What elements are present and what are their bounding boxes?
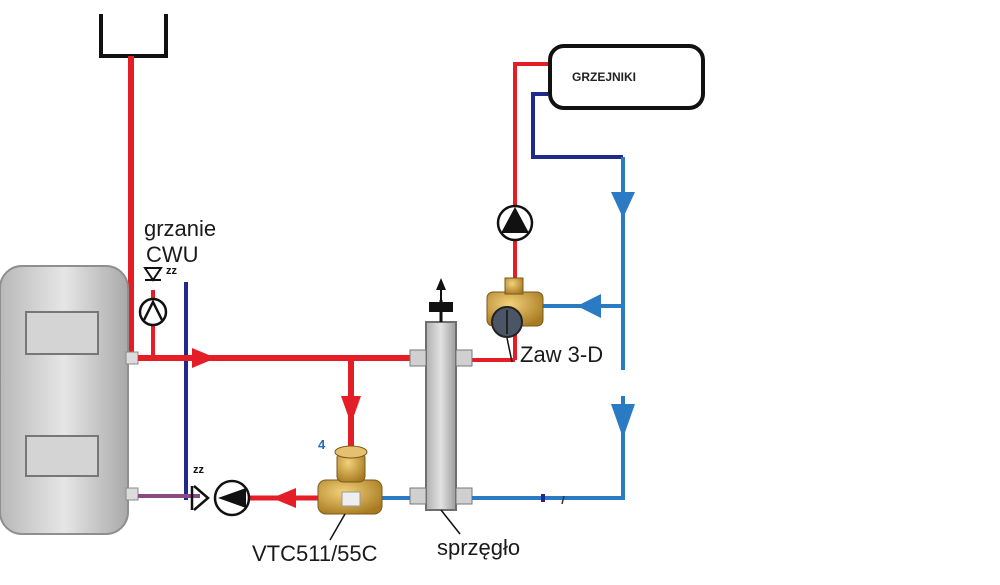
mixing-valve-icon — [486, 277, 544, 338]
radiators-label: GRZEJNIKI — [572, 70, 637, 84]
vtc-pointer — [329, 513, 346, 541]
hydraulic-separator — [409, 278, 473, 511]
thermostatic-valve-label: VTC511/55C — [252, 541, 378, 566]
radiators-box — [548, 44, 705, 110]
dhw-pump-icon — [138, 297, 168, 327]
supply-arrow-icon — [192, 348, 216, 368]
separator-pointer — [440, 509, 461, 535]
boiler — [0, 265, 139, 535]
return-arrow-icon-2 — [611, 404, 635, 438]
down-arrow-icon — [341, 396, 361, 424]
mixing-return-arrow-icon — [577, 294, 601, 318]
thermostatic-valve-icon — [317, 445, 383, 515]
return-pump-icon — [213, 479, 251, 517]
return-arrow-icon-1 — [611, 192, 635, 218]
check-valve-bottom-icon — [190, 485, 210, 511]
valve-number-label: 4 — [318, 437, 326, 452]
check-valve-top-label: zz — [166, 265, 177, 277]
radiator-pump-icon — [496, 204, 534, 242]
mixing-valve-label: Zaw 3-D — [520, 342, 604, 367]
dhw-heating-label-line2: CWU — [146, 242, 199, 267]
expansion-tank-icon — [99, 14, 168, 58]
radiator-return-pipe — [531, 92, 623, 159]
dhw-heating-label-line1: grzanie — [144, 216, 217, 241]
small-tick — [561, 495, 565, 505]
return-left-arrow-icon — [272, 488, 296, 508]
check-valve-top-icon — [143, 267, 163, 282]
mixing-valve-pointer — [506, 337, 513, 363]
check-valve-bottom-label: zz — [193, 464, 204, 476]
hydraulic-separator-label: sprzęgło — [437, 535, 521, 560]
